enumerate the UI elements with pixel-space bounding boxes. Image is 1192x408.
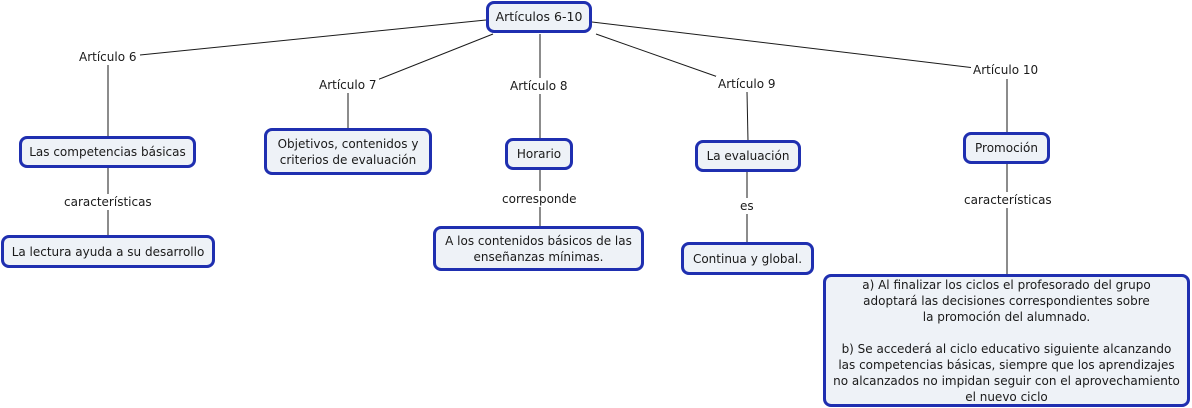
detail-node-contenidos[interactable]: A los contenidos básicos de las enseñanz…: [433, 226, 644, 271]
concept-text: La evaluación: [706, 149, 790, 163]
concept-node-competencias[interactable]: Las competencias básicas: [19, 136, 196, 168]
concept-text: Promoción: [975, 141, 1038, 155]
article-8-label: Artículo 8: [508, 78, 570, 94]
root-concept-node[interactable]: Artículos 6-10: [486, 1, 592, 33]
detail-node-promocion-criterios[interactable]: a) Al finalizar los ciclos el profesorad…: [823, 274, 1190, 407]
concept-text: Horario: [516, 147, 562, 161]
detail-text: a) Al finalizar los ciclos el profesorad…: [833, 277, 1180, 404]
detail-text: Continua y global.: [692, 251, 803, 266]
detail-node-lectura[interactable]: La lectura ayuda a su desarrollo: [1, 235, 215, 268]
concept-node-objetivos[interactable]: Objetivos, contenidos y criterios de eva…: [264, 128, 432, 175]
linking-phrase-corresponde: corresponde: [500, 191, 579, 207]
concept-node-promocion[interactable]: Promoción: [963, 132, 1050, 164]
detail-text: A los contenidos básicos de las enseñanz…: [445, 233, 632, 264]
linking-phrase-es: es: [738, 198, 756, 214]
article-10-label: Artículo 10: [971, 62, 1041, 78]
concept-node-evaluacion[interactable]: La evaluación: [695, 140, 801, 172]
linking-phrase-caracteristicas: características: [62, 194, 154, 210]
article-9-label: Artículo 9: [716, 76, 778, 92]
article-6-label: Artículo 6: [77, 49, 139, 65]
concept-text: Objetivos, contenidos y criterios de eva…: [277, 136, 419, 167]
detail-text: La lectura ayuda a su desarrollo: [11, 244, 205, 259]
concept-node-horario[interactable]: Horario: [505, 138, 573, 170]
linking-phrase-caracteristicas: características: [962, 192, 1054, 208]
detail-node-continua[interactable]: Continua y global.: [681, 242, 814, 275]
concept-text: Las competencias básicas: [29, 145, 186, 159]
article-7-label: Artículo 7: [317, 77, 379, 93]
root-concept-text: Artículos 6-10: [495, 9, 583, 24]
